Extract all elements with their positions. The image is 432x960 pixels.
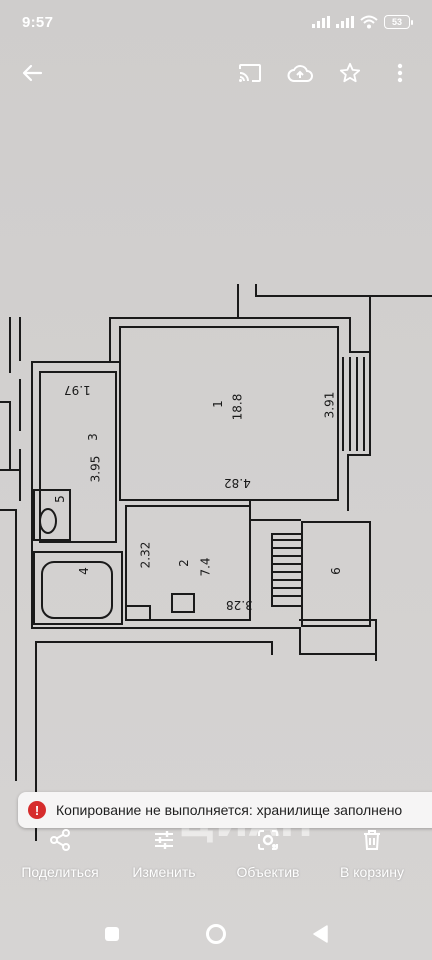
battery-icon: 53: [384, 15, 413, 29]
room-2-width: 3.28: [226, 598, 253, 612]
cloud-upload-icon: [287, 65, 313, 82]
bottom-action-bar: Поделиться Изменить Объектив В корзину: [0, 820, 432, 906]
trash-button[interactable]: В корзину: [320, 820, 424, 906]
wifi-icon: [360, 15, 378, 29]
tune-icon: [150, 826, 178, 854]
room-1-width: 4.82: [224, 476, 251, 490]
edit-button[interactable]: Изменить: [112, 820, 216, 906]
room-3-number: 3: [85, 433, 100, 441]
edit-label: Изменить: [132, 864, 196, 880]
toast-message: Копирование не выполняется: хранилище за…: [56, 802, 403, 818]
system-nav-bar: [0, 912, 432, 956]
status-icons: 53: [312, 15, 413, 29]
arrow-back-icon: [22, 64, 43, 82]
room-6-number: 6: [328, 567, 343, 575]
home-button[interactable]: [199, 917, 233, 951]
room-2-area: 7.4: [198, 557, 213, 577]
triangle-back-icon: [313, 925, 328, 943]
room-4-number: 4: [76, 567, 91, 575]
room-2-number: 2: [176, 559, 191, 567]
error-icon: !: [28, 801, 46, 819]
lens-label: Объектив: [236, 864, 300, 880]
star-icon: [339, 62, 361, 83]
back-nav-button[interactable]: [303, 917, 337, 951]
watermark-text: ЦИАН ID 311973450: [210, 848, 211, 869]
room-2-depth: 2.32: [138, 541, 153, 569]
app-bar: [0, 50, 432, 96]
app-bar-actions: [228, 51, 422, 95]
room-1-number: 1: [210, 400, 225, 408]
error-toast: ! Копирование не выполняется: хранилище …: [18, 792, 432, 828]
favorite-button[interactable]: [328, 51, 372, 95]
cast-button[interactable]: [228, 51, 272, 95]
room-3-width: 1.97: [64, 383, 91, 397]
share-button[interactable]: Поделиться: [8, 820, 112, 906]
room-1-area: 18.8: [230, 393, 245, 421]
circle-icon: [206, 924, 226, 944]
backup-button[interactable]: [278, 51, 322, 95]
room-3-depth: 3.95: [88, 455, 103, 483]
cast-icon: [239, 64, 261, 82]
lens-button[interactable]: Объектив: [216, 820, 320, 906]
more-vert-icon: [397, 63, 403, 83]
back-button[interactable]: [10, 51, 54, 95]
share-label: Поделиться: [21, 864, 99, 880]
trash-icon: [358, 826, 386, 854]
lens-icon: [254, 826, 282, 854]
more-button[interactable]: [378, 51, 422, 95]
signal-icon: [312, 16, 330, 28]
status-time: 9:57: [22, 13, 54, 31]
room-5-number: 5: [52, 495, 67, 503]
status-bar: 9:57 53: [0, 0, 432, 44]
trash-label: В корзину: [340, 864, 404, 880]
signal-icon-2: [336, 16, 354, 28]
square-icon: [105, 927, 119, 941]
room-1-depth: 3.91: [322, 391, 337, 419]
recents-button[interactable]: [95, 917, 129, 951]
share-icon: [46, 826, 74, 854]
